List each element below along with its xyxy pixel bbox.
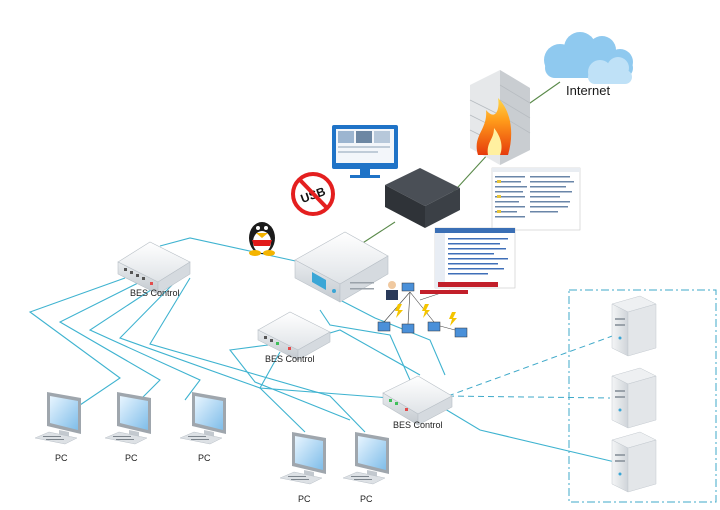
penguin-icon [249,222,275,256]
pc-label-4: PC [298,494,311,504]
pc-icon [104,392,151,445]
dark-server-box [385,168,460,418]
central-appliance-icon [294,231,389,303]
pc-icon [34,392,81,445]
pc-icon [279,432,326,485]
tower-server-icon [611,367,657,429]
bes-control-box-3 [382,375,453,426]
bes-control-box-2 [257,311,331,361]
bes-control-label-3: BES Control [393,420,443,430]
server-group-frame [568,289,717,503]
pc-label-5: PC [360,494,373,504]
pc-label-3: PC [198,453,211,463]
cloud-icon [544,32,633,84]
bes-control-label-2: BES Control [265,354,315,364]
internet-label: Internet [566,83,610,98]
server-dashed-links [447,334,616,399]
monitor-icon [332,125,398,178]
pc-label-2: PC [125,453,138,463]
usb-forbidden-icon: USB [291,172,335,216]
pc-label-1: PC [55,453,68,463]
bes-control-label-1: BES Control [130,288,180,298]
pc-icon [342,432,389,485]
bes-control-box-1 [117,241,191,295]
tower-server-icon [611,431,657,493]
tower-server-icon [611,295,657,357]
mini-network-icon [377,281,468,338]
firewall-icon [469,70,531,165]
screenshot-thumbnail [491,167,581,231]
pc-icon [179,392,226,445]
screenshot-thumbnail [434,227,516,289]
